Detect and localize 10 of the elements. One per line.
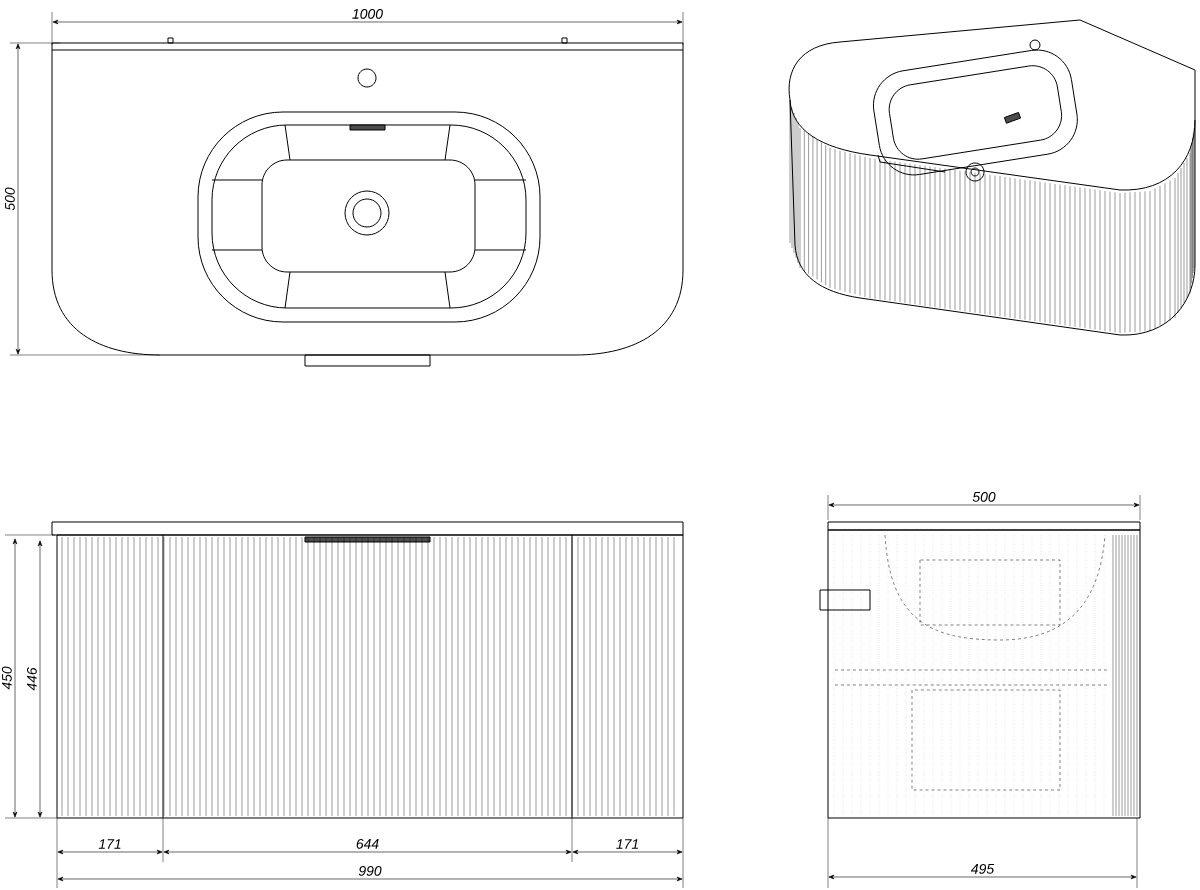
dimension-label: 990 (358, 865, 382, 876)
dimension-label: 171 (616, 839, 638, 849)
dimension-label: 171 (98, 839, 121, 849)
dimension-label: 500 (972, 491, 996, 502)
dimension-label: 495 (970, 863, 995, 874)
dimension-label: 644 (356, 838, 379, 849)
dimension-label: 1000 (352, 8, 383, 19)
dimension-label: 450 (1, 666, 12, 690)
dimension-label: 500 (4, 187, 15, 211)
dimension-label: 446 (26, 667, 37, 691)
